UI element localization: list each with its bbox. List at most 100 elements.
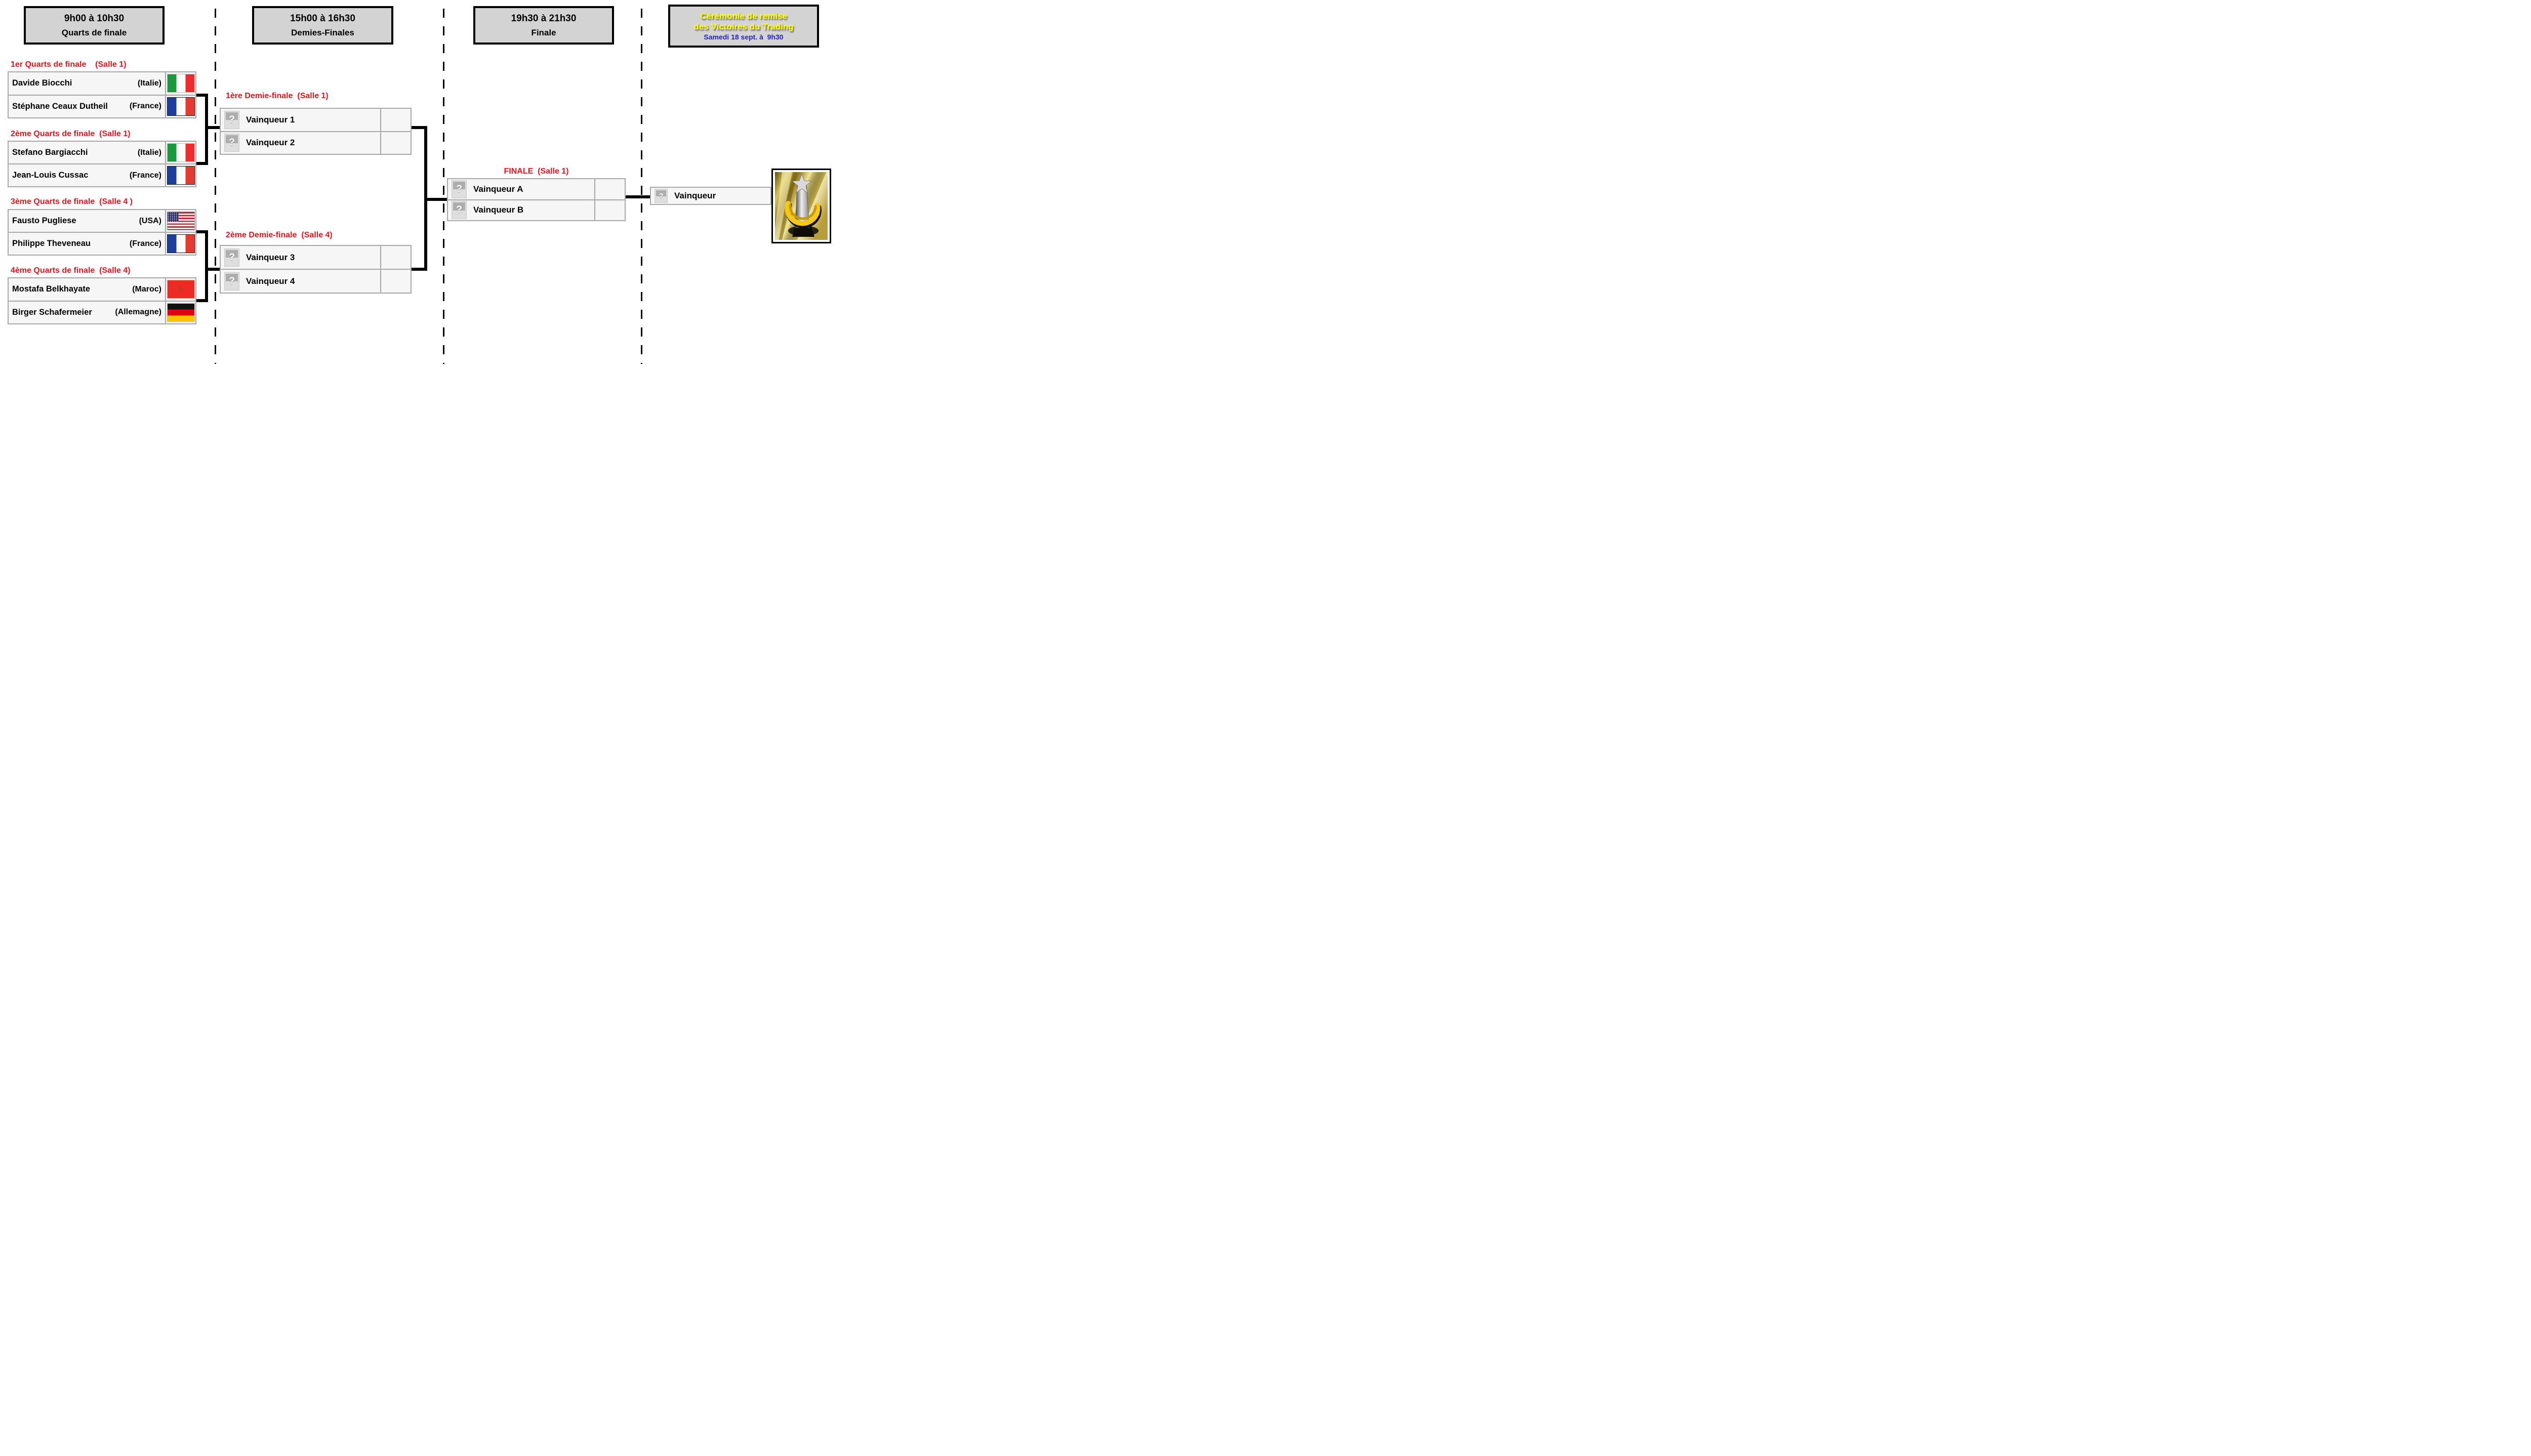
slot-cell: ? Vainqueur 2 bbox=[221, 132, 380, 154]
sf1-label: 1ère Demie-finale (Salle 1) bbox=[226, 92, 329, 100]
player-cell: Mostafa Belkhayate (Maroc) bbox=[9, 278, 166, 301]
qf3-match-box: Fausto Pugliese (USA) Philippe Theveneau… bbox=[8, 209, 196, 256]
qf2-match-box: Stefano Bargiacchi (Italie) Jean-Louis C… bbox=[8, 141, 196, 187]
player-name: Philippe Theveneau bbox=[12, 239, 91, 248]
player-name: Fausto Pugliese bbox=[12, 216, 76, 225]
header-final: 19h30 à 21h30 Finale bbox=[473, 6, 614, 45]
player-country: (Italie) bbox=[137, 78, 161, 88]
slot-label: Vainqueur 4 bbox=[246, 276, 295, 286]
column-separator-2 bbox=[443, 9, 444, 364]
player-cell: Davide Biocchi (Italie) bbox=[9, 72, 166, 95]
final-match-box: ? Vainqueur A ? Vainqueur B bbox=[447, 178, 626, 221]
unknown-player-icon: ? bbox=[452, 180, 467, 198]
unknown-player-icon: ? bbox=[655, 189, 668, 203]
winner-label: Vainqueur bbox=[674, 191, 716, 200]
qf1-match-box: Davide Biocchi (Italie) Stéphane Ceaux D… bbox=[8, 71, 196, 118]
player-country: (France) bbox=[129, 171, 161, 180]
connector-qf34-vertical bbox=[205, 230, 208, 302]
usa-flag-icon bbox=[167, 212, 195, 230]
italy-flag-icon bbox=[167, 74, 195, 93]
player-cell: Stéphane Ceaux Dutheil (France) bbox=[9, 95, 166, 117]
connector-final-entry bbox=[424, 198, 447, 201]
slot-label: Vainqueur A bbox=[473, 184, 523, 194]
italy-flag-icon bbox=[167, 143, 195, 162]
tournament-bracket: 9h00 à 10h30 Quarts de finale 15h00 à 16… bbox=[0, 0, 845, 364]
qf1-label: 1er Quarts de finale (Salle 1) bbox=[11, 60, 127, 69]
slot-label: Vainqueur 1 bbox=[246, 114, 295, 124]
connector-sf1-stub bbox=[412, 126, 427, 129]
slot-row: ? Vainqueur 2 bbox=[221, 132, 411, 154]
flag-cell bbox=[166, 278, 195, 301]
player-cell: Birger Schafermeier (Allemagne) bbox=[9, 301, 166, 323]
header-semifinals: 15h00 à 16h30 Demies-Finales bbox=[252, 6, 393, 45]
slot-label: Vainqueur 3 bbox=[246, 252, 295, 262]
flag-cell bbox=[166, 142, 195, 163]
ceremony-date: Samedi 18 sept. à 9h30 bbox=[704, 33, 784, 41]
player-row: Davide Biocchi (Italie) bbox=[9, 72, 195, 96]
player-name: Birger Schafermeier bbox=[12, 307, 92, 317]
column-separator-1 bbox=[215, 9, 216, 364]
player-row: Jean-Louis Cussac (France) bbox=[9, 164, 195, 186]
player-name: Davide Biocchi bbox=[12, 78, 72, 88]
slot-cell: ? Vainqueur B bbox=[448, 200, 594, 221]
slot-cell: ? Vainqueur 4 bbox=[221, 270, 380, 293]
header-time: 9h00 à 10h30 bbox=[64, 13, 125, 24]
score-cell bbox=[380, 132, 411, 154]
unknown-player-icon: ? bbox=[224, 248, 239, 267]
slot-cell: ? Vainqueur 1 bbox=[221, 109, 380, 131]
header-title: Finale bbox=[531, 27, 556, 37]
header-title: Demies-Finales bbox=[291, 27, 354, 37]
ceremony-title-line1: Cérémonie de remise bbox=[700, 11, 787, 21]
slot-row: ? Vainqueur B bbox=[448, 200, 625, 221]
slot-cell: ? Vainqueur 3 bbox=[221, 246, 380, 269]
player-row: Stéphane Ceaux Dutheil (France) bbox=[9, 95, 195, 117]
connector-qf3-stub bbox=[196, 230, 208, 233]
flag-cell bbox=[166, 164, 195, 186]
qf2-label: 2ème Quarts de finale (Salle 1) bbox=[11, 130, 131, 138]
connector-qf1-stub bbox=[196, 94, 208, 97]
qf4-match-box: Mostafa Belkhayate (Maroc) Birger Schafe… bbox=[8, 277, 196, 324]
player-cell: Philippe Theveneau (France) bbox=[9, 233, 166, 255]
score-cell bbox=[380, 246, 411, 269]
sf2-label: 2ème Demie-finale (Salle 4) bbox=[226, 231, 333, 239]
flag-cell bbox=[166, 72, 195, 95]
player-country: (France) bbox=[129, 102, 161, 111]
flag-cell bbox=[166, 302, 195, 324]
connector-qf2-stub bbox=[196, 162, 208, 165]
player-country: (USA) bbox=[139, 216, 161, 225]
player-name: Stefano Bargiacchi bbox=[12, 148, 88, 157]
player-country: (Allemagne) bbox=[115, 308, 161, 317]
qf3-label: 3ème Quarts de finale (Salle 4 ) bbox=[11, 197, 133, 206]
slot-label: Vainqueur B bbox=[473, 205, 524, 215]
player-cell: Stefano Bargiacchi (Italie) bbox=[9, 142, 166, 163]
header-time: 15h00 à 16h30 bbox=[290, 13, 355, 24]
header-time: 19h30 à 21h30 bbox=[511, 13, 577, 24]
flag-cell bbox=[166, 210, 195, 232]
germany-flag-icon bbox=[167, 303, 195, 322]
player-row: Fausto Pugliese (USA) bbox=[9, 210, 195, 233]
qf4-label: 4ème Quarts de finale (Salle 4) bbox=[11, 266, 131, 275]
france-flag-icon bbox=[167, 234, 195, 253]
player-name: Mostafa Belkhayate bbox=[12, 284, 91, 294]
winner-box: ? Vainqueur bbox=[650, 187, 771, 205]
score-cell bbox=[380, 270, 411, 293]
france-flag-icon bbox=[167, 166, 195, 185]
player-row: Mostafa Belkhayate (Maroc) bbox=[9, 278, 195, 302]
slot-label: Vainqueur 2 bbox=[246, 138, 295, 148]
unknown-player-icon: ? bbox=[224, 272, 239, 290]
unknown-player-icon: ? bbox=[224, 110, 239, 129]
ceremony-box: Cérémonie de remise des Victoires du Tra… bbox=[668, 5, 819, 48]
player-name: Stéphane Ceaux Dutheil bbox=[12, 101, 108, 111]
score-cell bbox=[594, 200, 625, 220]
player-cell: Jean-Louis Cussac (France) bbox=[9, 164, 166, 186]
score-cell bbox=[380, 109, 411, 131]
column-separator-3 bbox=[641, 9, 642, 364]
connector-qf12-vertical bbox=[205, 94, 208, 165]
trophy-image bbox=[771, 169, 831, 243]
slot-row: ? Vainqueur 1 bbox=[221, 109, 411, 132]
player-country: (Italie) bbox=[137, 148, 161, 157]
player-country: (Maroc) bbox=[132, 284, 161, 294]
player-row: Birger Schafermeier (Allemagne) bbox=[9, 301, 195, 324]
final-label: FINALE (Salle 1) bbox=[504, 167, 569, 176]
ceremony-title-line2: des Victoires du Trading bbox=[693, 21, 794, 31]
